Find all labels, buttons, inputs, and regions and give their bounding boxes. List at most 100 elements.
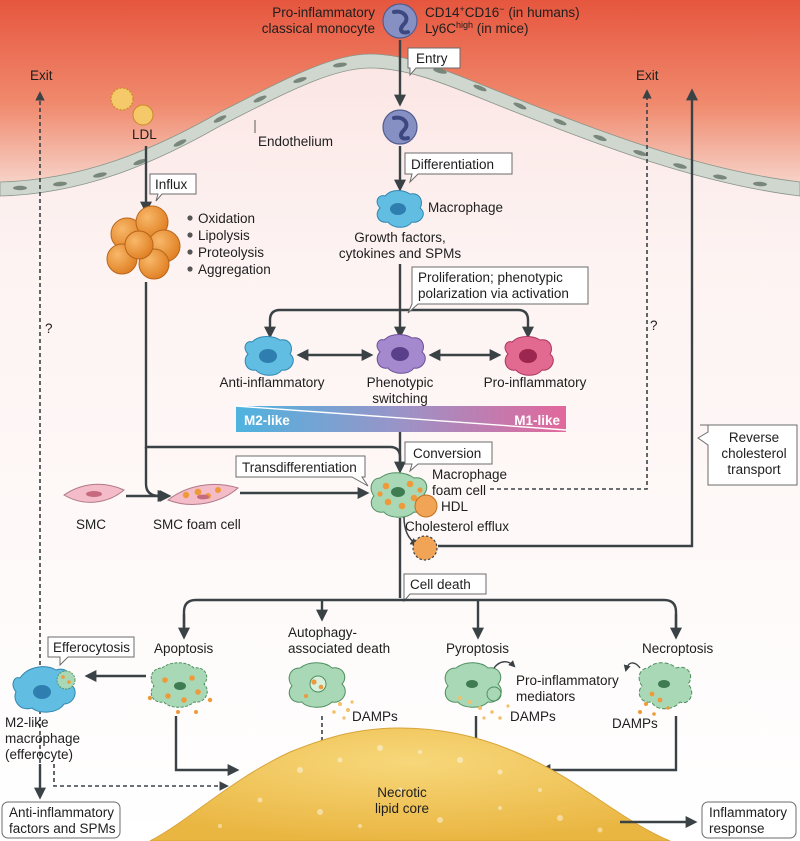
hdl-label: HDL (441, 499, 468, 514)
foam-cell-label-line1: Macrophage (432, 467, 507, 482)
conversion-callout: Conversion (404, 441, 493, 473)
infiltrated-monocyte (382, 109, 418, 145)
necroptosis-label: Necroptosis (642, 641, 714, 656)
svg-text:response: response (709, 821, 765, 836)
smc-cell (63, 483, 125, 503)
efferocyte-macrophage (12, 666, 76, 713)
damps-necroptosis-label: DAMPs (612, 716, 658, 731)
ldl-label: LDL (132, 127, 157, 142)
monocyte-markers-mouse: Ly6Chigh (in mice) (425, 20, 529, 36)
pro-inflammatory-label: Pro-inflammatory (484, 375, 587, 390)
macrophage-cell (376, 190, 424, 228)
polarization-branch-left (264, 308, 400, 339)
anti-inflammatory-label: Anti-inflammatory (219, 375, 324, 390)
smc-label: SMC (76, 517, 106, 532)
inflammatory-response-box: Inflammatory response (701, 801, 797, 839)
modified-ldl-aggregate (106, 205, 181, 280)
svg-text:Transdifferentiation: Transdifferentiation (242, 460, 357, 475)
necroptosis-mediator-curve (623, 662, 641, 673)
apoptosis-to-core-arrow (174, 716, 240, 776)
polarization-branch-right (400, 308, 534, 339)
phenotypic-switching-line2: switching (372, 391, 428, 406)
monocyte-markers-human: CD14+CD16− (in humans) (425, 4, 580, 20)
modification-item: Oxidation (198, 211, 255, 226)
apoptosis-label: Apoptosis (154, 641, 214, 656)
modification-item: Aggregation (198, 262, 271, 277)
svg-text:Influx: Influx (155, 177, 188, 192)
autophagy-cell (288, 662, 354, 720)
cell-death-branch (182, 598, 678, 636)
macrophage-label: Macrophage (428, 200, 503, 215)
polarization-spectrum-band: M2-like M1-like (235, 405, 567, 432)
m2-like-label: M2-like (244, 413, 290, 428)
cholesterol-efflux-label: Cholesterol efflux (405, 519, 509, 534)
hdl-particle (414, 494, 438, 518)
transdifferentiation-callout: Transdifferentiation (235, 455, 369, 487)
monocyte-title-line1: Pro-inflammatory (272, 5, 375, 20)
growth-factors-line2: cytokines and SPMs (339, 246, 462, 261)
endothelium-layer (0, 53, 800, 197)
pyroptosis-mediator-curve (493, 660, 516, 669)
entry-callout: Entry (407, 47, 461, 77)
apoptotic-cell (147, 662, 213, 714)
foam-cell-label-line2: foam cell (432, 483, 486, 498)
smc-foam-cell (166, 483, 240, 505)
m2-macrophage-line1: M2-like (5, 715, 49, 730)
monocyte-title-line2: classical monocyte (262, 21, 375, 36)
proliferation-callout: Proliferation; phenotypic polarization v… (407, 266, 589, 314)
macrophage-foam-cell (370, 472, 428, 518)
m1-like-label: M1-like (514, 413, 560, 428)
classical-monocyte (382, 3, 418, 39)
anti-inflammatory-macrophage (244, 336, 294, 376)
question-right: ? (650, 318, 658, 333)
svg-text:Reverse: Reverse (729, 430, 779, 445)
damps-pyroptosis-label: DAMPs (510, 709, 556, 724)
svg-text:factors and SPMs: factors and SPMs (9, 821, 116, 836)
pro-inflammatory-macrophage (504, 336, 554, 376)
svg-text:Conversion: Conversion (413, 446, 481, 461)
ldl-particles (110, 87, 154, 126)
growth-factors-line1: Growth factors, (354, 230, 446, 245)
svg-text:Inflammatory: Inflammatory (709, 805, 787, 820)
necrotic-core-line1: Necrotic (377, 785, 427, 800)
cholesterol-efflux-particle (412, 535, 438, 561)
exit-left-label: Exit (30, 68, 53, 83)
efferocyte-to-core-dashed-arrow (53, 764, 229, 791)
necrotic-core-line2: lipid core (375, 801, 429, 816)
switching-macrophage (376, 334, 426, 374)
reverse-cholesterol-transport-arrow (438, 88, 698, 548)
svg-text:Cell death: Cell death (410, 577, 471, 592)
svg-text:Differentiation: Differentiation (411, 157, 494, 172)
svg-text:polarization via activation: polarization via activation (418, 286, 569, 301)
efferocytosis-callout: Efferocytosis (47, 636, 135, 667)
autophagy-label-line1: Autophagy- (288, 625, 357, 640)
reverse-cholesterol-transport-callout: Reverse cholesterol transport (697, 424, 798, 486)
autophagy-label-line2: associated death (288, 641, 390, 656)
svg-text:Anti-inflammatory: Anti-inflammatory (9, 805, 114, 820)
necroptotic-cell (638, 662, 693, 716)
pyroptosis-mediators-line1: Pro-inflammatory (516, 673, 619, 688)
pyroptosis-label: Pyroptosis (446, 641, 509, 656)
ldl-modification-list: Oxidation Lipolysis Proteolysis Aggregat… (187, 211, 271, 277)
svg-text:Entry: Entry (416, 51, 448, 66)
m2-macrophage-line2: macrophage (5, 731, 80, 746)
endothelium-label: Endothelium (258, 134, 333, 149)
m2-macrophage-line3: (efferocyte) (5, 747, 73, 762)
svg-text:cholesterol: cholesterol (721, 446, 786, 461)
svg-text:transport: transport (727, 462, 781, 477)
anti-inflammatory-factors-box: Anti-inflammatory factors and SPMs (1, 801, 121, 839)
influx-callout: Influx (149, 173, 197, 202)
modification-item: Lipolysis (198, 228, 250, 243)
necrotic-lipid-core (149, 727, 671, 841)
pyroptosis-mediators-line2: mediators (516, 689, 576, 704)
cell-death-callout: Cell death (403, 573, 487, 603)
phenotypic-switching-line1: Phenotypic (367, 375, 434, 390)
differentiation-callout: Differentiation (404, 152, 513, 184)
svg-text:Proliferation; phenotypic: Proliferation; phenotypic (418, 270, 563, 285)
svg-text:Efferocytosis: Efferocytosis (53, 640, 130, 655)
exit-right-dashed-arrow (490, 89, 652, 490)
question-left: ? (45, 321, 53, 336)
pyroptotic-cell (444, 662, 510, 720)
necroptosis-to-core-arrow (538, 716, 678, 776)
